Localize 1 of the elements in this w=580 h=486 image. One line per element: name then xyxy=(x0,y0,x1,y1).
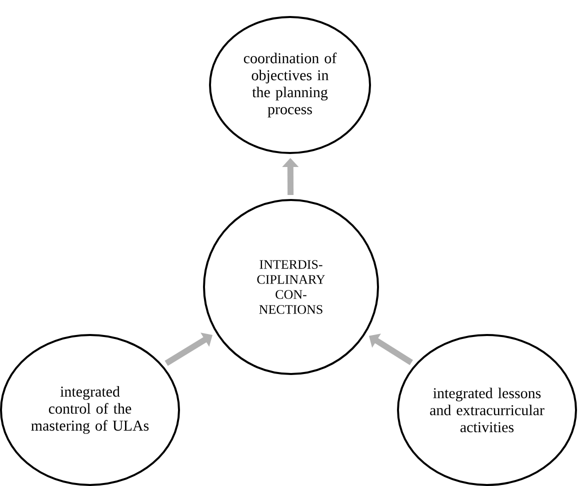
arrow xyxy=(164,332,212,366)
